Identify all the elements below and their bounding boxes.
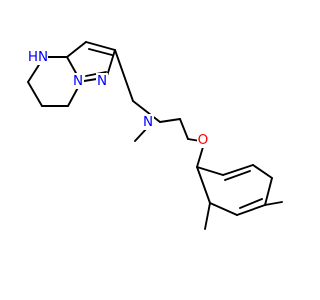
atom-n-pyrazole-b: N [96,73,108,89]
bond [222,164,254,176]
bond [204,202,211,230]
bond [239,198,263,209]
bond [88,48,113,56]
structure-diagram: HN N N N O [27,41,283,230]
atom-n-amine: N [142,114,154,130]
bond [252,164,273,179]
bond [66,41,87,58]
bond [196,166,211,204]
molecule-canvas: HN N N N O [27,41,283,230]
bond [224,170,251,181]
bond [196,146,204,168]
atom-o-ether-label: O [198,132,209,148]
bond [159,118,181,123]
bond [27,81,43,107]
atom-n-pyrazole-a: N [72,73,84,89]
bond [236,204,266,216]
bond [179,118,189,140]
atom-n-amine-label: N [143,114,153,130]
bond [209,202,238,216]
bond [264,177,273,206]
bond [132,100,161,123]
bond [196,166,224,176]
atom-o-ether: O [197,132,209,148]
bond [264,201,283,206]
bond [114,49,134,102]
bonds [27,41,283,230]
atom-labels: HN N N N O [28,49,209,148]
bond [106,49,116,77]
atom-n-pyrazole-b-label: N [97,73,107,89]
atom-n-pyrazole-a-label: N [73,73,83,89]
bond [85,41,116,51]
atom-nh-label: HN [28,49,48,65]
atom-nh: HN [28,49,48,65]
